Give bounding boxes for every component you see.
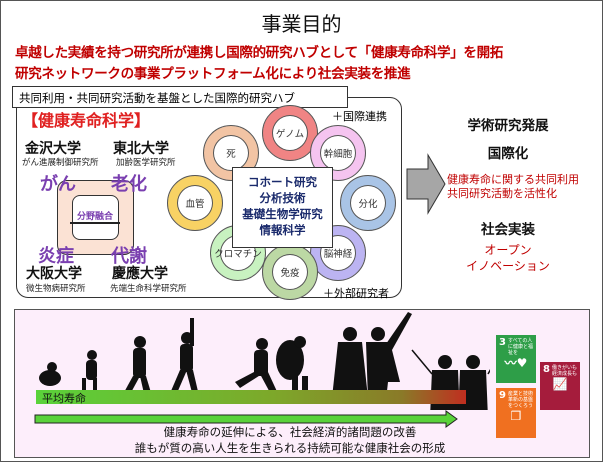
ring-label: 幹細胞: [323, 149, 353, 160]
fusion-inner: [72, 195, 119, 240]
ring-label: 分化: [358, 199, 378, 210]
life-stage-silhouettes: [39, 312, 490, 410]
core-cohort: コホート研究: [248, 175, 317, 189]
growth-chart-icon: 📈: [552, 377, 568, 391]
institute-keio: 先端生命科学研究所: [110, 284, 187, 294]
ring-label: 血管: [185, 199, 205, 210]
healthy-lifespan-arrow: [34, 410, 458, 428]
university-kanazawa: 金沢大学: [25, 141, 81, 157]
fusion-line: [70, 222, 120, 224]
lead-line-1: 卓越した実績を持つ研究所が連携し国際的研究ハブとして「健康寿命科学」を開拓: [15, 45, 503, 61]
university-osaka: 大阪大学: [26, 266, 82, 282]
sdg-9-number: 9: [499, 390, 506, 401]
intl-collab-label: ＋国際連携: [332, 110, 387, 123]
core-informatics: 情報科学: [259, 223, 306, 237]
hub-label: 共同利用・共同研究活動を基盤とした国際的研究ハブ: [12, 86, 348, 108]
goal-line-1: 健康寿命の延伸による、社会経済的諸問題の改善: [163, 425, 417, 439]
theme-metabolism: 代謝: [111, 246, 147, 267]
ring-label: クロマチン: [214, 249, 262, 260]
theme-aging: 老化: [111, 174, 147, 195]
cubes-icon: ❒: [510, 409, 522, 423]
social-desc-1: オープン: [484, 243, 532, 257]
institute-kanazawa: がん進展制御研究所: [22, 158, 99, 168]
average-lifespan-label: 平均寿命: [42, 392, 86, 405]
outcome-academic: 学術研究発展: [467, 118, 549, 134]
social-desc-2: イノベーション: [466, 259, 550, 273]
fusion-label: 分野融合: [76, 212, 113, 222]
ring-label: 免疫: [280, 268, 300, 279]
field-title: 【健康寿命科学】: [22, 111, 151, 130]
external-researchers-label: ＋外部研究者: [323, 287, 389, 300]
ring-label: ゲノム: [275, 129, 305, 140]
sdg-3-text: すべての人に健康と福祉を: [507, 338, 533, 356]
ring-label: 死: [226, 149, 236, 160]
institute-osaka: 微生物病研究所: [26, 284, 86, 294]
research-ring: 血管: [167, 175, 223, 231]
intl-desc-2: 共同研究活動を活性化: [447, 187, 557, 200]
intl-desc-1: 健康寿命に関する共同利用: [447, 173, 579, 186]
heartbeat-icon: 〰♥: [504, 356, 528, 370]
lead-line-2: 研究ネットワークの事業プラットフォーム化により社会実装を推進: [15, 66, 411, 82]
core-methods-box: コホート研究 分析技術 基礎生物学研究 情報科学: [232, 167, 333, 248]
research-ring: 免疫: [262, 244, 318, 300]
sdg-3-number: 3: [499, 337, 506, 348]
research-ring: 分化: [340, 175, 396, 231]
core-analysis: 分析技術: [259, 191, 306, 205]
core-basic-biology: 基礎生物学研究: [242, 207, 323, 221]
theme-inflammation: 炎症: [38, 246, 74, 267]
university-tohoku: 東北大学: [113, 141, 169, 157]
page-title: 事業目的: [261, 12, 342, 36]
outcome-intl: 国際化: [487, 146, 529, 162]
average-lifespan-bar: [36, 390, 466, 404]
sdg-9-text: 産業と技術革新の基盤をつくろう: [507, 391, 533, 409]
university-keio: 慶應大学: [112, 266, 168, 282]
sdg-8-text: 働きがいも経済成長も: [551, 365, 577, 377]
sdg-8-number: 8: [543, 364, 550, 375]
institute-tohoku: 加齢医学研究所: [116, 158, 176, 168]
outcome-social: 社会実装: [481, 222, 535, 238]
goal-line-2: 誰もが質の高い人生を生きられる持続可能な健康社会の形成: [134, 441, 446, 455]
ring-label: 脳神経: [323, 249, 353, 260]
theme-cancer: がん: [40, 174, 76, 195]
arrow-right-icon: [406, 153, 446, 215]
